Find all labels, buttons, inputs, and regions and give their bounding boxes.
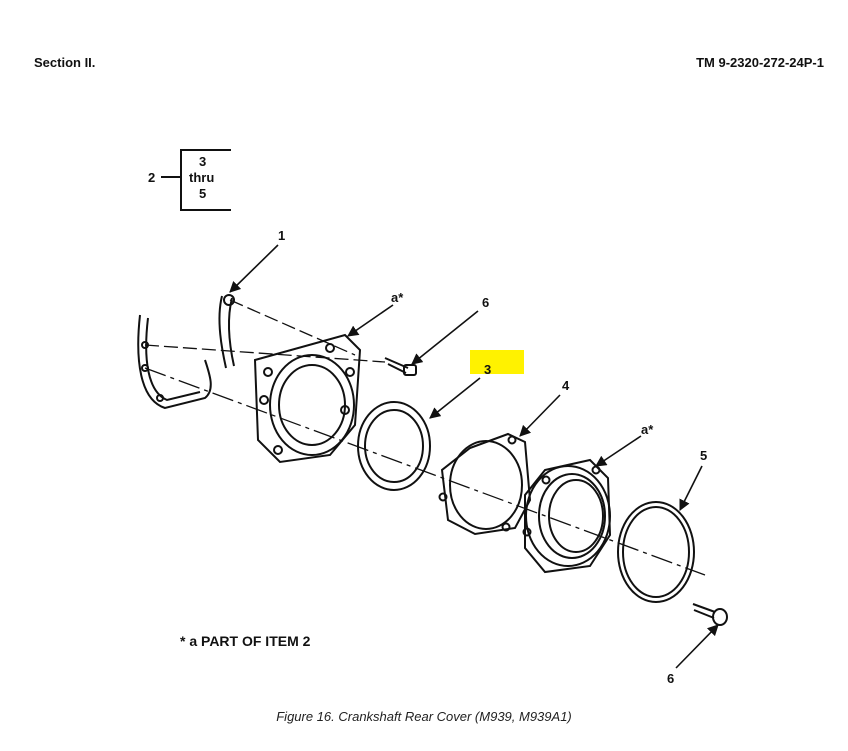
part-note: * a PART OF ITEM 2 — [180, 633, 311, 649]
figure-caption: Figure 16. Crankshaft Rear Cover (M939, … — [276, 709, 572, 724]
section-header: Section II. — [34, 55, 96, 70]
callout-highlight — [470, 350, 524, 374]
callout-1: 1 — [278, 228, 285, 243]
callout-a-star-top: a* — [391, 290, 404, 305]
callout-a-star-right: a* — [641, 422, 654, 437]
bracket-item-label: 2 — [148, 170, 155, 185]
callout-4: 4 — [562, 378, 570, 393]
bracket-line-3: 5 — [199, 186, 206, 201]
screw-bottom — [692, 603, 728, 626]
gasket-item-4 — [438, 432, 532, 536]
center-lines — [144, 299, 706, 576]
manual-number: TM 9-2320-272-24P-1 — [696, 55, 824, 70]
item-bracket — [161, 149, 231, 211]
screw-top — [384, 357, 417, 376]
callout-5: 5 — [700, 448, 707, 463]
callout-6-bottom: 6 — [667, 671, 674, 686]
callout-3: 3 — [484, 362, 491, 377]
o-ring-item-5 — [617, 501, 695, 603]
gasket-item-1 — [137, 294, 235, 410]
rear-cover-plate — [253, 333, 362, 464]
callout-6-top: 6 — [482, 295, 489, 310]
bracket-line-2: thru — [189, 170, 214, 185]
seal-item-3 — [357, 401, 431, 491]
seal-carrier — [522, 458, 612, 574]
bracket-line-1: 3 — [199, 154, 206, 169]
leader-lines — [229, 244, 719, 669]
